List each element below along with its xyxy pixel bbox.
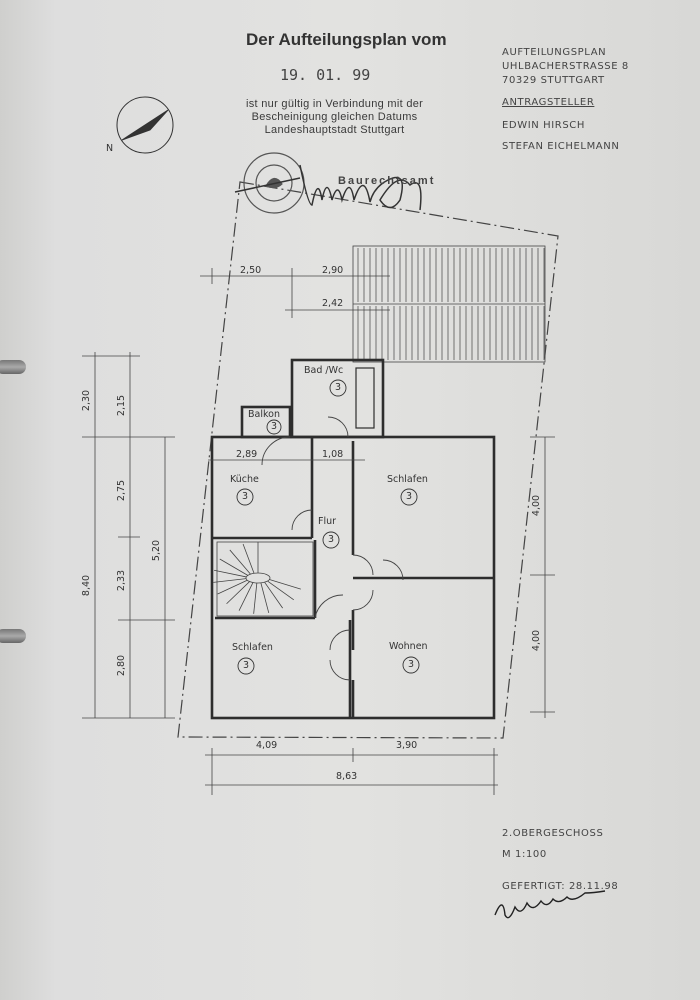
scale-label: M 1:100 [502,849,547,860]
dimension-label: 2,50 [240,265,262,276]
stair-tread [226,581,250,605]
dimension-label: 1,08 [322,449,344,460]
room-label: Balkon [248,409,280,420]
dimension-label: 2,90 [322,265,344,276]
room-label: Wohnen [389,641,428,652]
applicant-heading: ANTRAGSTELLER [502,97,595,108]
stair-tread [269,579,301,590]
plan-type: AUFTEILUNGSPLAN [502,47,607,58]
unit-number: 3 [271,421,278,432]
stair-tread [253,582,258,614]
city: 70329 STUTTGART [502,75,605,86]
room-label: Küche [230,474,259,485]
page-title: Der Aufteilungsplan vom [246,30,447,49]
office-label: Baurechtsamt [338,175,436,187]
property-boundary [177,181,559,739]
stair-tread [238,582,254,611]
room-label: Schlafen [387,474,428,485]
room-label: Flur [318,516,337,527]
unit-number: 3 [328,534,335,545]
dimension-label: 2,30 [81,389,93,412]
preparer-signature [494,890,606,919]
dimension-label: 4,09 [256,740,278,751]
dimension-label: 4,00 [531,494,543,517]
stair-tread [242,543,255,574]
staircase [213,541,314,617]
dimension-label: 5,20 [151,539,163,562]
walls [210,358,496,720]
validity-line: ist nur gültig in Verbindung mit der [246,98,424,110]
dimension-label: 8,63 [336,771,358,782]
validity-line: Bescheinigung gleichen Datums [251,111,418,123]
dimension-label: 2,89 [236,449,258,460]
compass-icon [116,96,174,154]
roof-hatch [352,245,546,363]
dimension-label: 2,80 [116,654,128,677]
dimension-label: 2,75 [116,479,128,502]
room-label: Schlafen [232,642,273,653]
room-label: Bad /Wc [304,365,344,376]
binder-ring [0,360,26,374]
stair-tread [213,569,247,578]
dimension-label: 8,40 [81,574,93,597]
north-label: N [106,143,114,154]
applicant: STEFAN EICHELMANN [502,141,620,152]
dimension-label: 2,15 [116,394,128,417]
unit-number: 3 [408,659,415,670]
unit-number: 3 [406,491,413,502]
floor-label: 2.OBERGESCHOSS [502,828,604,839]
door-swings [261,416,404,681]
office-signature [234,164,422,211]
stair-tread [213,578,247,583]
stair-tread [217,579,248,595]
applicant: EDWIN HIRSCH [502,120,585,131]
binder-ring [0,629,26,643]
stair-tread [260,582,270,614]
dimension-label: 3,90 [396,740,418,751]
dimension-label: 2,42 [322,298,344,309]
unit-markers [236,379,420,675]
stair-tread [219,558,249,576]
stair-tread [229,549,251,575]
unit-number: 3 [242,491,249,502]
approval-date: 19. 01. 99 [280,66,371,84]
street: UHLBACHERSTRASSE 8 [502,61,629,72]
validity-note: ist nur gültig in Verbindung mit der Bes… [246,98,423,137]
stair-tread [264,581,283,609]
dimension-lines [82,268,555,795]
dimension-label: 4,00 [531,629,543,652]
unit-number: 3 [335,382,342,393]
stair-tread [267,580,294,601]
validity-line: Landeshauptstadt Stuttgart [264,124,405,136]
unit-number: 3 [243,660,250,671]
prepared-date: GEFERTIGT: 28.11.98 [502,881,619,892]
dimension-label: 2,33 [116,569,128,592]
